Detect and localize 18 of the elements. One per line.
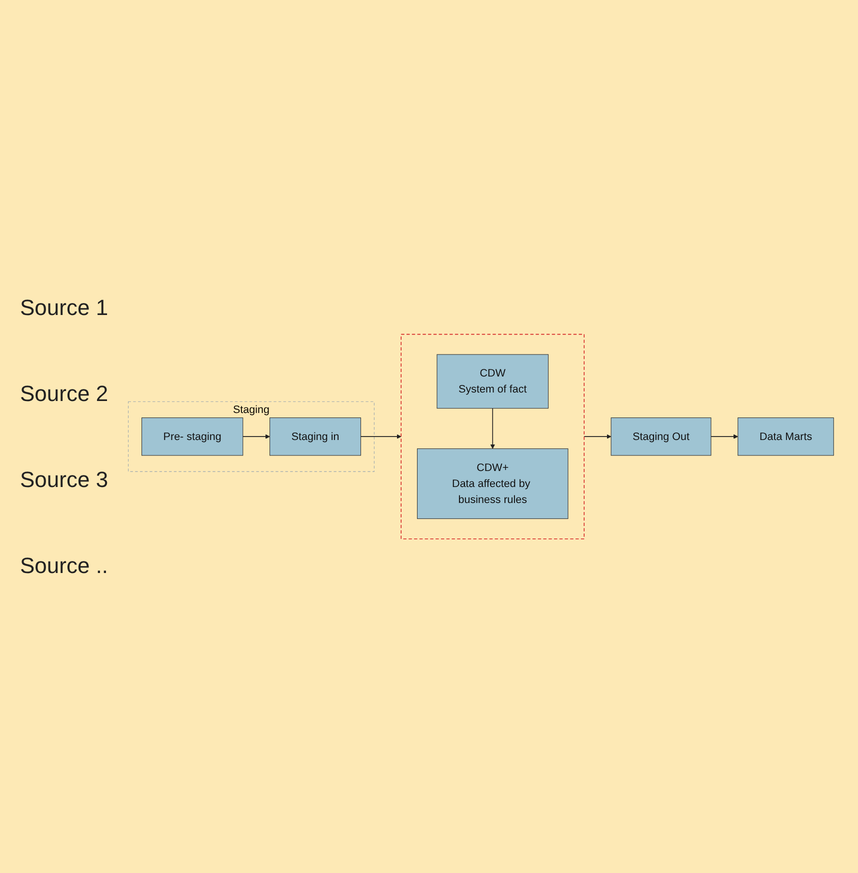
node-box	[738, 417, 834, 456]
node-box	[142, 417, 244, 456]
arrow	[360, 434, 402, 439]
arrow	[490, 408, 496, 449]
cluster	[128, 401, 375, 472]
source-label: Source ..	[20, 552, 108, 578]
node-box	[417, 448, 568, 519]
cluster	[400, 334, 585, 540]
flow-diagram: Staging CDW System of fact CDW+ Data affected by business rules Pre- staging Staging in Staging Out Data Marts	[124, 330, 838, 544]
arrow	[242, 434, 270, 439]
source-label: Source 2	[20, 380, 108, 406]
source-label: Source 3	[20, 466, 108, 492]
arrow	[584, 434, 612, 439]
arrow	[710, 434, 738, 439]
node-box	[270, 417, 362, 456]
node-box	[610, 417, 712, 456]
source-label: Source 1	[20, 294, 108, 320]
node-box	[436, 354, 549, 408]
